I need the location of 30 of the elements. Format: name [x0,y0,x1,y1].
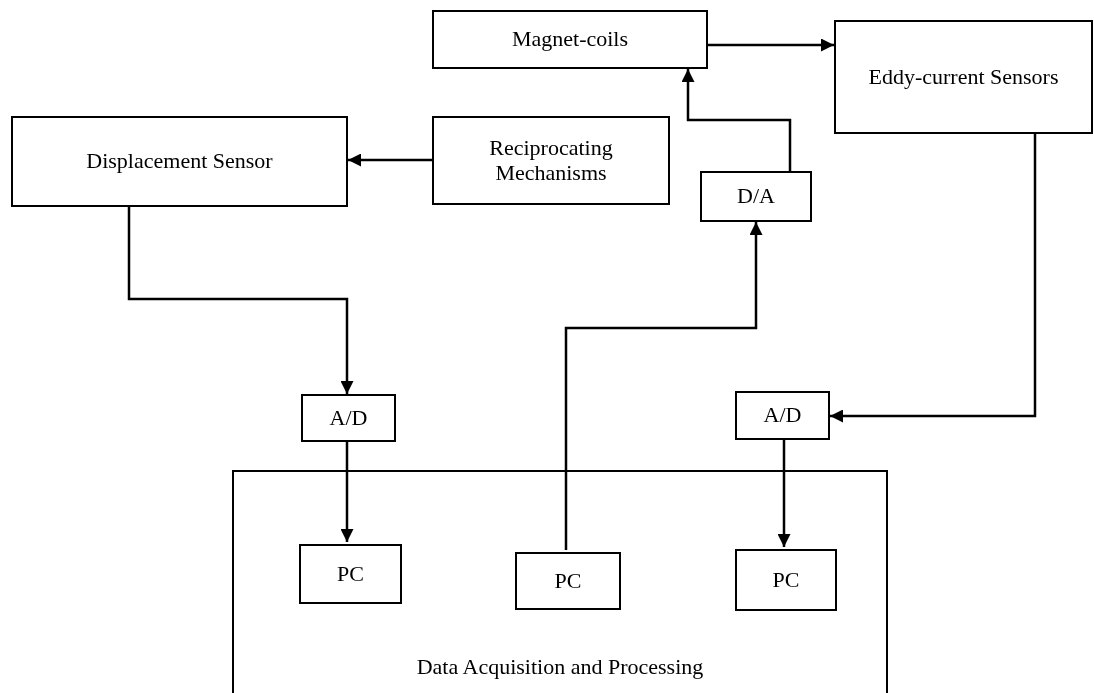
arrow [127,207,354,394]
arrow [348,153,432,167]
box-label: Eddy-current Sensors [868,64,1059,90]
process-box [735,549,837,611]
box-label: D/A [737,184,775,209]
process-box [834,20,1093,134]
process-box [432,10,708,69]
box-label: PC [772,567,800,593]
arrow [340,442,354,542]
process-box [432,116,670,205]
process-box [515,552,621,610]
box-label: A/D [763,403,802,428]
arrow [777,440,791,547]
arrow [830,134,1037,423]
process-box [700,171,812,222]
process-box [11,116,348,207]
box-label: Reciprocating Mechanisms [488,136,614,185]
arrow [708,38,834,52]
process-box [299,544,402,604]
arrow [681,69,792,171]
box-label: PC [337,561,364,587]
box-label: Displacement Sensor [86,149,273,174]
arrow [564,222,763,550]
process-box [735,391,830,440]
group-label: Data Acquisition and Processing [416,654,704,679]
box-label: Magnet-coils [511,27,629,52]
process-box [301,394,396,442]
box-label: PC [554,568,582,594]
group-box [232,470,888,693]
box-label: A/D [329,405,368,431]
